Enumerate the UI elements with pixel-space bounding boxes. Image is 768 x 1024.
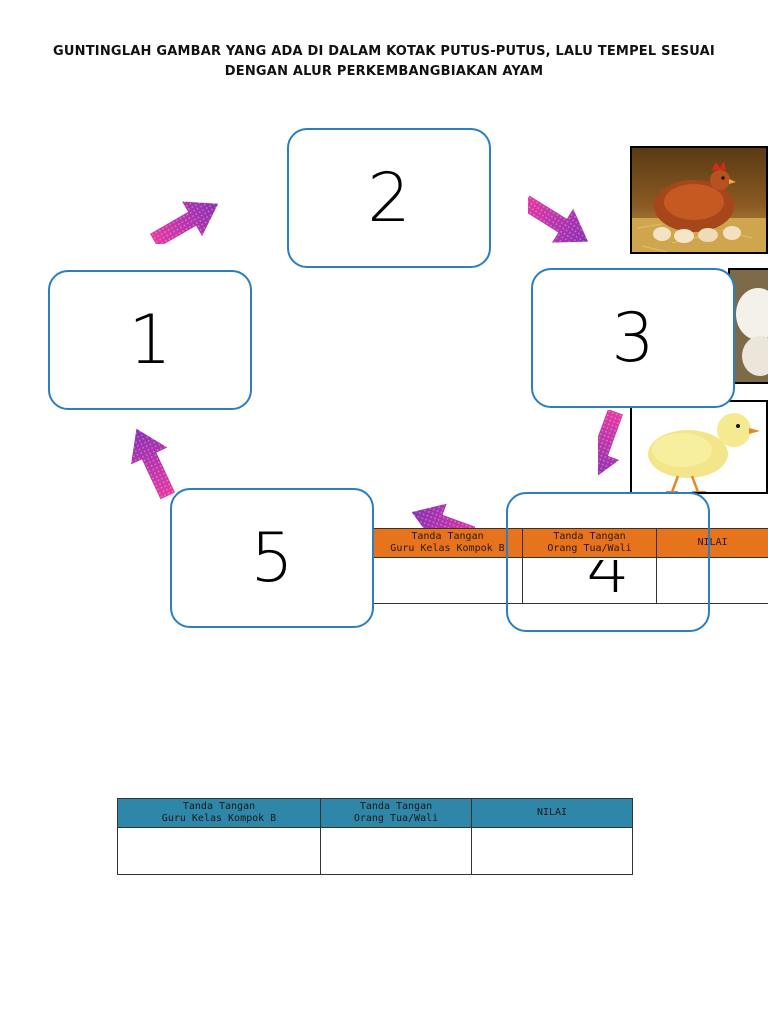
arrow-5-to-1-icon: [118, 420, 182, 505]
arrow-2-to-3-icon: [528, 185, 599, 258]
hen-on-eggs-photo: [630, 146, 768, 254]
step-box-5: 5: [170, 488, 374, 628]
step-box-3: 3: [531, 268, 735, 408]
step-box-4: 4: [506, 492, 710, 632]
signature-table-orange: Tanda Tangan Guru Kelas Kompok B Tanda T…: [372, 528, 768, 604]
arrow-1-to-2-icon: [144, 186, 229, 244]
header-parent-signature: Tanda Tangan Orang Tua/Wali: [522, 528, 657, 558]
step-number-4: 4: [586, 560, 629, 594]
header-parent-signature: Tanda Tangan Orang Tua/Wali: [320, 798, 472, 828]
parent-signature-cell[interactable]: [320, 827, 472, 875]
step-box-1: 1: [48, 270, 252, 410]
header-teacher-signature: Tanda Tangan Guru Kelas Kompok B: [372, 528, 523, 558]
chick-photo: [630, 400, 768, 494]
teacher-signature-cell[interactable]: [372, 557, 523, 604]
step-number-1: 1: [128, 300, 172, 380]
parent-signature-cell[interactable]: [522, 557, 657, 604]
step-number-5: 5: [250, 518, 294, 598]
instruction-line-2: DENGAN ALUR PERKEMBANGBIAKAN AYAM: [224, 64, 544, 79]
signature-table-teal: Tanda Tangan Guru Kelas Kompok B Tanda T…: [117, 798, 633, 875]
score-cell[interactable]: [471, 827, 633, 875]
instruction-line-1: GUNTINGLAH GAMBAR YANG ADA DI DALAM KOTA…: [53, 44, 715, 59]
step-number-2: 2: [367, 158, 411, 238]
score-cell[interactable]: [656, 557, 768, 604]
teacher-signature-cell[interactable]: [117, 827, 321, 875]
header-score: NILAI: [471, 798, 633, 828]
step-box-2: 2: [287, 128, 491, 268]
step-number-3: 3: [611, 298, 655, 378]
header-teacher-signature: Tanda Tangan Guru Kelas Kompok B: [117, 798, 321, 828]
header-score: NILAI: [656, 528, 768, 558]
